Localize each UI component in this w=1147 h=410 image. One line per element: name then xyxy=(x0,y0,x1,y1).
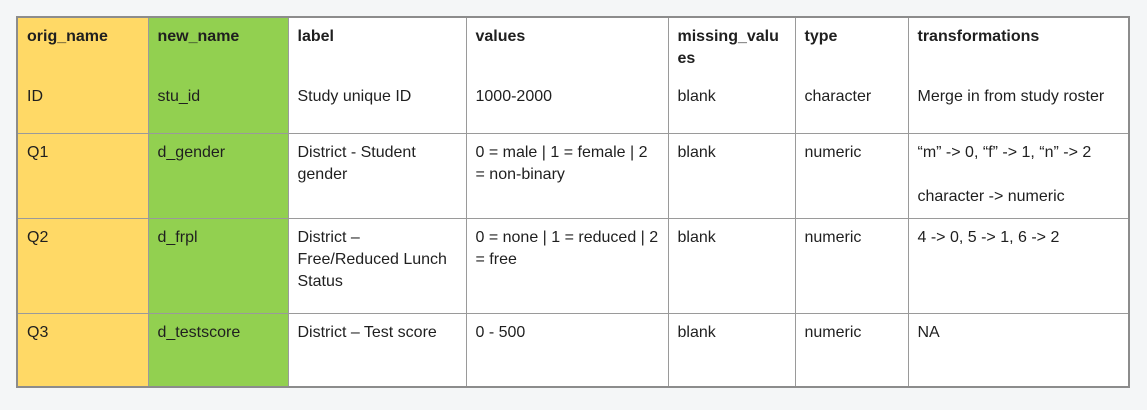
header-label: label xyxy=(287,18,467,78)
cell-new-name: d_testscore xyxy=(147,312,289,386)
cell-values: 0 = male | 1 = female | 2 = non-binary xyxy=(465,132,669,219)
cell-type: numeric xyxy=(794,217,909,314)
cell-label: District – Free/Reduced Lunch Status xyxy=(287,217,467,314)
transformation-text: Merge in from study roster xyxy=(917,88,1105,105)
transformation-text: 4 -> 0, 5 -> 1, 6 -> 2 xyxy=(917,228,1060,246)
cell-missing-values: blank xyxy=(667,312,796,386)
cell-values: 0 - 500 xyxy=(465,312,669,386)
cell-transformations: NA xyxy=(907,312,1128,386)
cell-new-name: d_frpl xyxy=(147,217,289,314)
cell-values: 0 = none | 1 = reduced | 2 = free xyxy=(465,217,669,314)
table-row: Q3 d_testscore District – Test score 0 -… xyxy=(18,312,1128,386)
cell-orig-name: ID xyxy=(18,78,149,134)
header-row: orig_name new_name label values missing_… xyxy=(18,18,1128,78)
cell-missing-values: blank xyxy=(667,132,796,219)
cell-values: 1000-2000 xyxy=(465,78,669,134)
cell-transformations: “m” -> 0, “f” -> 1, “n” -> 2 character -… xyxy=(907,132,1128,219)
cell-new-name: d_gender xyxy=(147,132,289,219)
cell-missing-values: blank xyxy=(667,78,796,134)
cell-transformations: 4 -> 0, 5 -> 1, 6 -> 2 xyxy=(907,217,1128,314)
cell-transformations: Merge in from study roster xyxy=(907,78,1128,134)
cell-type: numeric xyxy=(794,312,909,386)
cell-label: Study unique ID xyxy=(287,78,467,134)
header-transformations: transformations xyxy=(907,18,1128,78)
header-new-name: new_name xyxy=(147,18,289,78)
table-row: Q2 d_frpl District – Free/Reduced Lunch … xyxy=(18,217,1128,314)
transformation-text: NA xyxy=(917,323,940,341)
cell-label: District - Student gender xyxy=(287,132,467,219)
codebook-table: orig_name new_name label values missing_… xyxy=(18,18,1128,386)
transformation-spacer xyxy=(918,164,1122,186)
header-type: type xyxy=(794,18,909,78)
cell-orig-name: Q3 xyxy=(18,312,149,386)
header-missing-values: missing_values xyxy=(667,18,796,78)
header-values: values xyxy=(465,18,669,78)
header-orig-name: orig_name xyxy=(18,18,149,78)
transformation-text: character -> numeric xyxy=(917,187,1065,205)
cell-label: District – Test score xyxy=(287,312,467,386)
cell-new-name: stu_id xyxy=(147,78,289,134)
transformation-text: “m” -> 0, “f” -> 1, “n” -> 2 xyxy=(917,143,1092,161)
cell-type: numeric xyxy=(794,132,909,219)
codebook-table-frame: orig_name new_name label values missing_… xyxy=(16,16,1130,388)
codebook-body: ID stu_id Study unique ID 1000-2000 blan… xyxy=(18,78,1128,386)
cell-orig-name: Q1 xyxy=(18,132,149,219)
table-row: ID stu_id Study unique ID 1000-2000 blan… xyxy=(18,78,1128,134)
cell-orig-name: Q2 xyxy=(18,217,149,314)
cell-type: character xyxy=(794,78,909,134)
cell-missing-values: blank xyxy=(667,217,796,314)
table-row: Q1 d_gender District - Student gender 0 … xyxy=(18,132,1128,219)
